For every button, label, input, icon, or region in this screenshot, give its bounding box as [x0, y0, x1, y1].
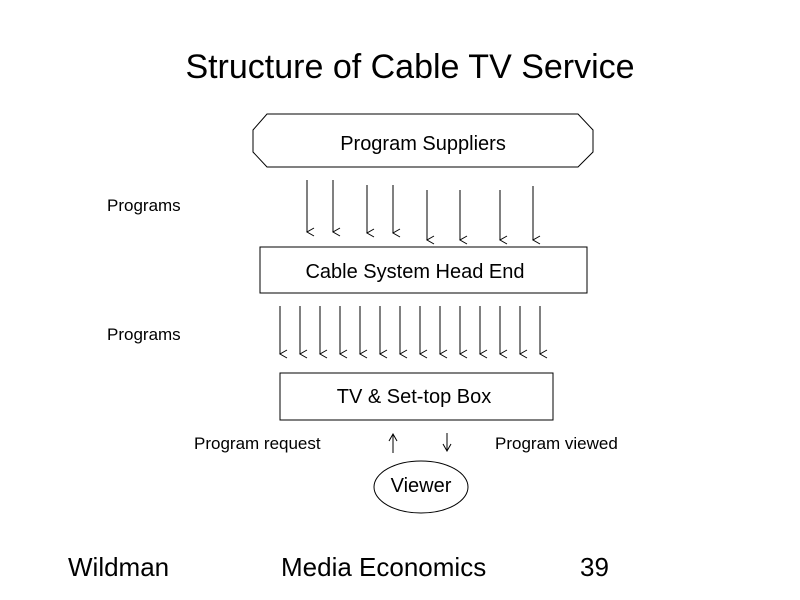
tv-settop-box	[279, 372, 554, 421]
viewer-arrows	[388, 432, 452, 453]
viewed-arrowhead	[442, 443, 452, 453]
footer-course: Media Economics	[281, 552, 487, 582]
program-arrows	[278, 306, 548, 359]
viewer-label: Viewer	[390, 475, 452, 497]
program-request-label: Program request	[194, 434, 321, 453]
head-end-label: Cable System Head End	[305, 261, 525, 283]
slide-title: Structure of Cable TV Service	[185, 48, 635, 86]
program-suppliers-box	[252, 113, 594, 168]
footer-author: Wildman	[68, 552, 170, 582]
head-end-box	[259, 246, 588, 294]
programs-label-top: Programs	[107, 196, 181, 215]
footer-page-number: 39	[580, 552, 609, 582]
programs-label-bottom: Programs	[107, 325, 181, 344]
viewer-ellipse	[373, 460, 469, 514]
program-suppliers-label: Program Suppliers	[340, 133, 506, 155]
program-viewed-label: Program viewed	[495, 434, 618, 453]
tv-settop-label: TV & Set-top Box	[336, 386, 492, 408]
request-arrowhead	[388, 432, 398, 442]
supplier-arrows	[305, 180, 541, 245]
